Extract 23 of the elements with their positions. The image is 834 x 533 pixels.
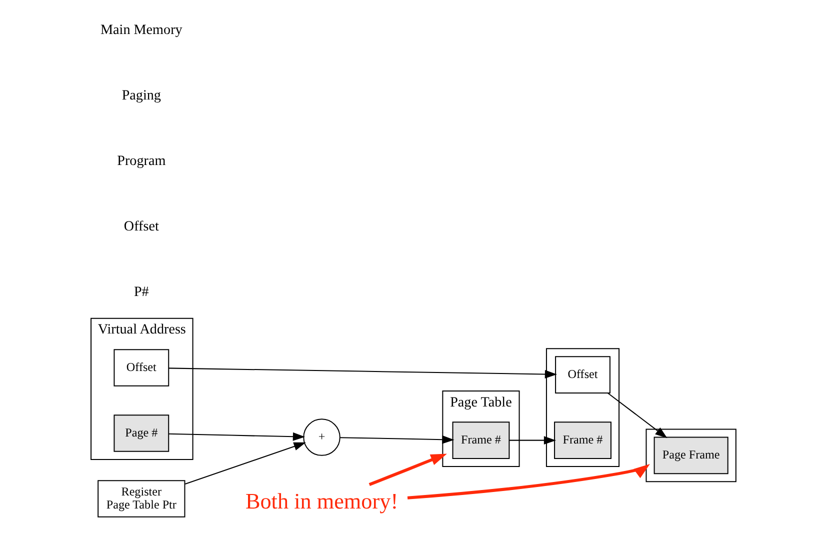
arrow <box>508 436 556 445</box>
arrow <box>184 442 306 485</box>
node-box: Frame # <box>554 422 611 459</box>
node-box: Page Frame <box>653 436 728 474</box>
arrow <box>168 432 305 441</box>
node-text: Both in memory! <box>244 488 398 514</box>
arrow <box>406 464 650 500</box>
arrow <box>340 435 454 444</box>
label: Main Memory <box>100 22 182 38</box>
arrow <box>368 454 446 486</box>
node-box: Offset <box>554 356 610 394</box>
arrow <box>607 392 667 438</box>
label: Paging <box>121 87 160 104</box>
node-circle: + <box>302 418 340 456</box>
arrow <box>168 368 557 378</box>
label: P# <box>133 284 148 300</box>
node-box: Offset <box>113 349 169 386</box>
label: Offset <box>123 218 158 234</box>
cluster <box>645 428 736 482</box>
node-box: Frame # <box>452 422 510 459</box>
node-box: Page # <box>113 414 169 452</box>
label: Program <box>116 152 166 169</box>
node-box: Register Page Table Ptr <box>97 480 185 518</box>
